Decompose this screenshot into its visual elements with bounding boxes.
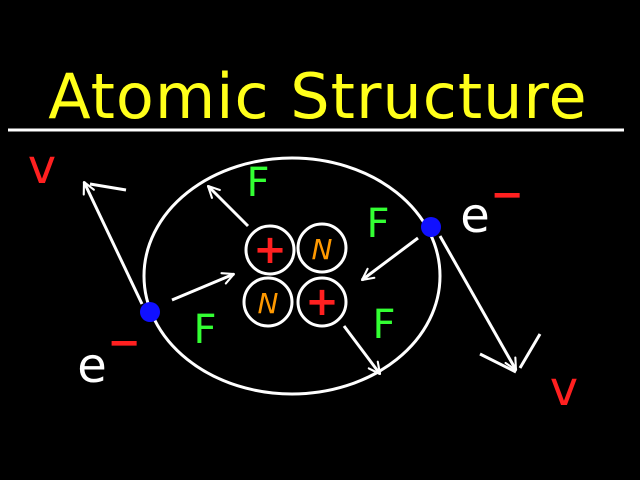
force-label-left: F [193,307,216,353]
force-label-right-upper: F [366,201,389,247]
force-label-right-lower: F [372,302,395,348]
neutron-letter-1: N [312,233,333,266]
neutron-letter-2: N [258,287,279,320]
velocity-label-left: v [28,139,56,195]
force-arrow-right-electron [360,236,419,282]
electron-right [421,217,441,237]
force-arrow-nucleus-upper-left [206,184,250,228]
atom-boundary [142,156,442,396]
proton-2 [296,276,348,328]
proton-sign-2: + [305,279,339,325]
electron-left [140,302,160,322]
nucleus: + N N + [242,222,348,328]
force-arrows [171,184,419,376]
velocity-arrows [82,180,542,374]
electron-symbol-right: e [460,188,490,244]
electron-charge-left: − [107,320,141,366]
electron-charge-right: − [490,172,524,218]
page-title: Atomic Structure [48,60,587,133]
velocity-arrow-right-tail [518,333,542,369]
velocity-arrow-left-tail [89,182,127,192]
force-arrow-nucleus-lower-right [342,325,382,376]
neutron-1 [296,222,348,274]
neutron-2 [242,276,294,328]
velocity-arrow-right-electron [438,235,518,372]
force-arrow-left-electron [171,272,236,302]
electron-symbol-left: e [77,338,107,394]
velocity-arrow-left-electron [82,180,144,305]
electron-label-right: e [460,188,490,244]
velocity-label-right: v [550,361,578,417]
electron-label-left: e [77,338,107,394]
velocity-arrow-right-tail-2 [479,352,517,374]
proton-sign-1: + [253,227,287,273]
force-label-upper: F [246,160,269,206]
proton-1 [244,224,296,276]
